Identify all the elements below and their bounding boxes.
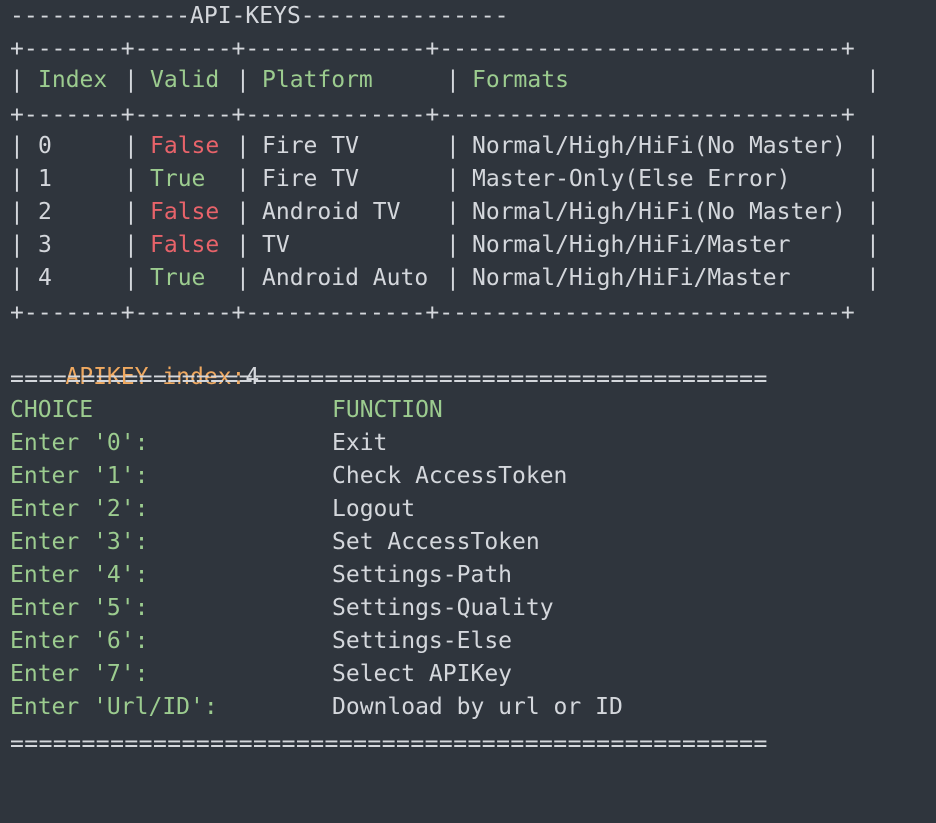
menu-item-check-accesstoken: Enter '1': Check AccessToken: [10, 460, 930, 493]
table-header-row: | Index | Valid | Platform | Formats |: [10, 64, 930, 97]
menu-item-settings-path: Enter '4': Settings-Path: [10, 559, 930, 592]
menu-choice: Enter '2':: [10, 496, 149, 522]
menu-choice: Enter '4':: [10, 562, 149, 588]
row-platform: Fire TV: [262, 133, 359, 159]
table-row: | 4 | True | Android Auto | Normal/High/…: [10, 262, 930, 295]
menu-choice: Enter '7':: [10, 661, 149, 687]
menu-function: Set AccessToken: [332, 529, 540, 555]
api-keys-title: -------------API-KEYS---------------: [10, 3, 509, 29]
row-formats: Normal/High/HiFi(No Master): [472, 199, 846, 225]
menu-item-set-accesstoken: Enter '3': Set AccessToken: [10, 526, 930, 559]
row-valid: False: [150, 199, 220, 225]
menu-choice: Enter '3':: [10, 529, 149, 555]
menu-function: Settings-Path: [332, 562, 513, 588]
table-border-top: +-------+-------+-------------+---------…: [10, 36, 855, 62]
table-row: | 2 | False | Android TV | Normal/High/H…: [10, 196, 930, 229]
menu-choice: Enter '6':: [10, 628, 149, 654]
row-platform: Android Auto: [262, 265, 429, 291]
menu-header-choice: CHOICE: [10, 397, 94, 423]
table-row: | 0 | False | Fire TV | Normal/High/HiFi…: [10, 130, 930, 163]
header-platform: Platform: [262, 67, 373, 93]
menu-item-settings-quality: Enter '5': Settings-Quality: [10, 592, 930, 625]
menu-function: Logout: [332, 496, 416, 522]
menu-choice: Enter 'Url/ID':: [10, 694, 218, 720]
menu-function: Download by url or ID: [332, 694, 623, 720]
table-row: | 3 | False | TV | Normal/High/HiFi/Mast…: [10, 229, 930, 262]
row-formats: Normal/High/HiFi/Master: [472, 232, 791, 258]
menu-item-exit: Enter '0': Exit: [10, 427, 930, 460]
row-platform: Android TV: [262, 199, 401, 225]
header-valid: Valid: [150, 67, 220, 93]
row-formats: Normal/High/HiFi(No Master): [472, 133, 846, 159]
menu-item-download: Enter 'Url/ID': Download by url or ID: [10, 691, 930, 724]
separator-bottom: ========================================…: [10, 731, 768, 757]
menu-choice: Enter '0':: [10, 430, 149, 456]
row-formats: Normal/High/HiFi/Master: [472, 265, 791, 291]
menu-item-settings-else: Enter '6': Settings-Else: [10, 625, 930, 658]
row-index: 2: [38, 199, 52, 225]
menu-header-function: FUNCTION: [332, 397, 443, 423]
row-valid: True: [150, 166, 206, 192]
row-index: 1: [38, 166, 52, 192]
table-row: | 1 | True | Fire TV | Master-Only(Else …: [10, 163, 930, 196]
row-valid: False: [150, 133, 220, 159]
row-valid: False: [150, 232, 220, 258]
apikey-label: APIKEY index:: [65, 364, 246, 390]
row-platform: TV: [262, 232, 290, 258]
apikey-value: 4: [245, 364, 260, 390]
menu-function: Settings-Else: [332, 628, 513, 654]
menu-item-logout: Enter '2': Logout: [10, 493, 930, 526]
row-valid: True: [150, 265, 206, 291]
menu-item-select-apikey: Enter '7': Select APIKey: [10, 658, 930, 691]
menu-function: Check AccessToken: [332, 463, 568, 489]
header-formats: Formats: [472, 67, 569, 93]
menu-function: Select APIKey: [332, 661, 513, 687]
menu-choice: Enter '1':: [10, 463, 149, 489]
menu-header: CHOICE FUNCTION: [10, 394, 930, 427]
terminal-window: -------------API-KEYS--------------- +--…: [10, 3, 930, 757]
row-index: 3: [38, 232, 52, 258]
menu-choice: Enter '5':: [10, 595, 149, 621]
row-platform: Fire TV: [262, 166, 359, 192]
header-index: Index: [38, 67, 108, 93]
apikey-index-line: APIKEY index:4: [10, 328, 259, 390]
table-border-bottom: +-------+-------+-------------+---------…: [10, 300, 855, 326]
table-border-mid: +-------+-------+-------------+---------…: [10, 102, 855, 128]
row-index: 4: [38, 265, 52, 291]
row-index: 0: [38, 133, 52, 159]
row-formats: Master-Only(Else Error): [472, 166, 791, 192]
separator-top: ========================================…: [10, 366, 768, 392]
menu-function: Settings-Quality: [332, 595, 554, 621]
menu-function: Exit: [332, 430, 388, 456]
